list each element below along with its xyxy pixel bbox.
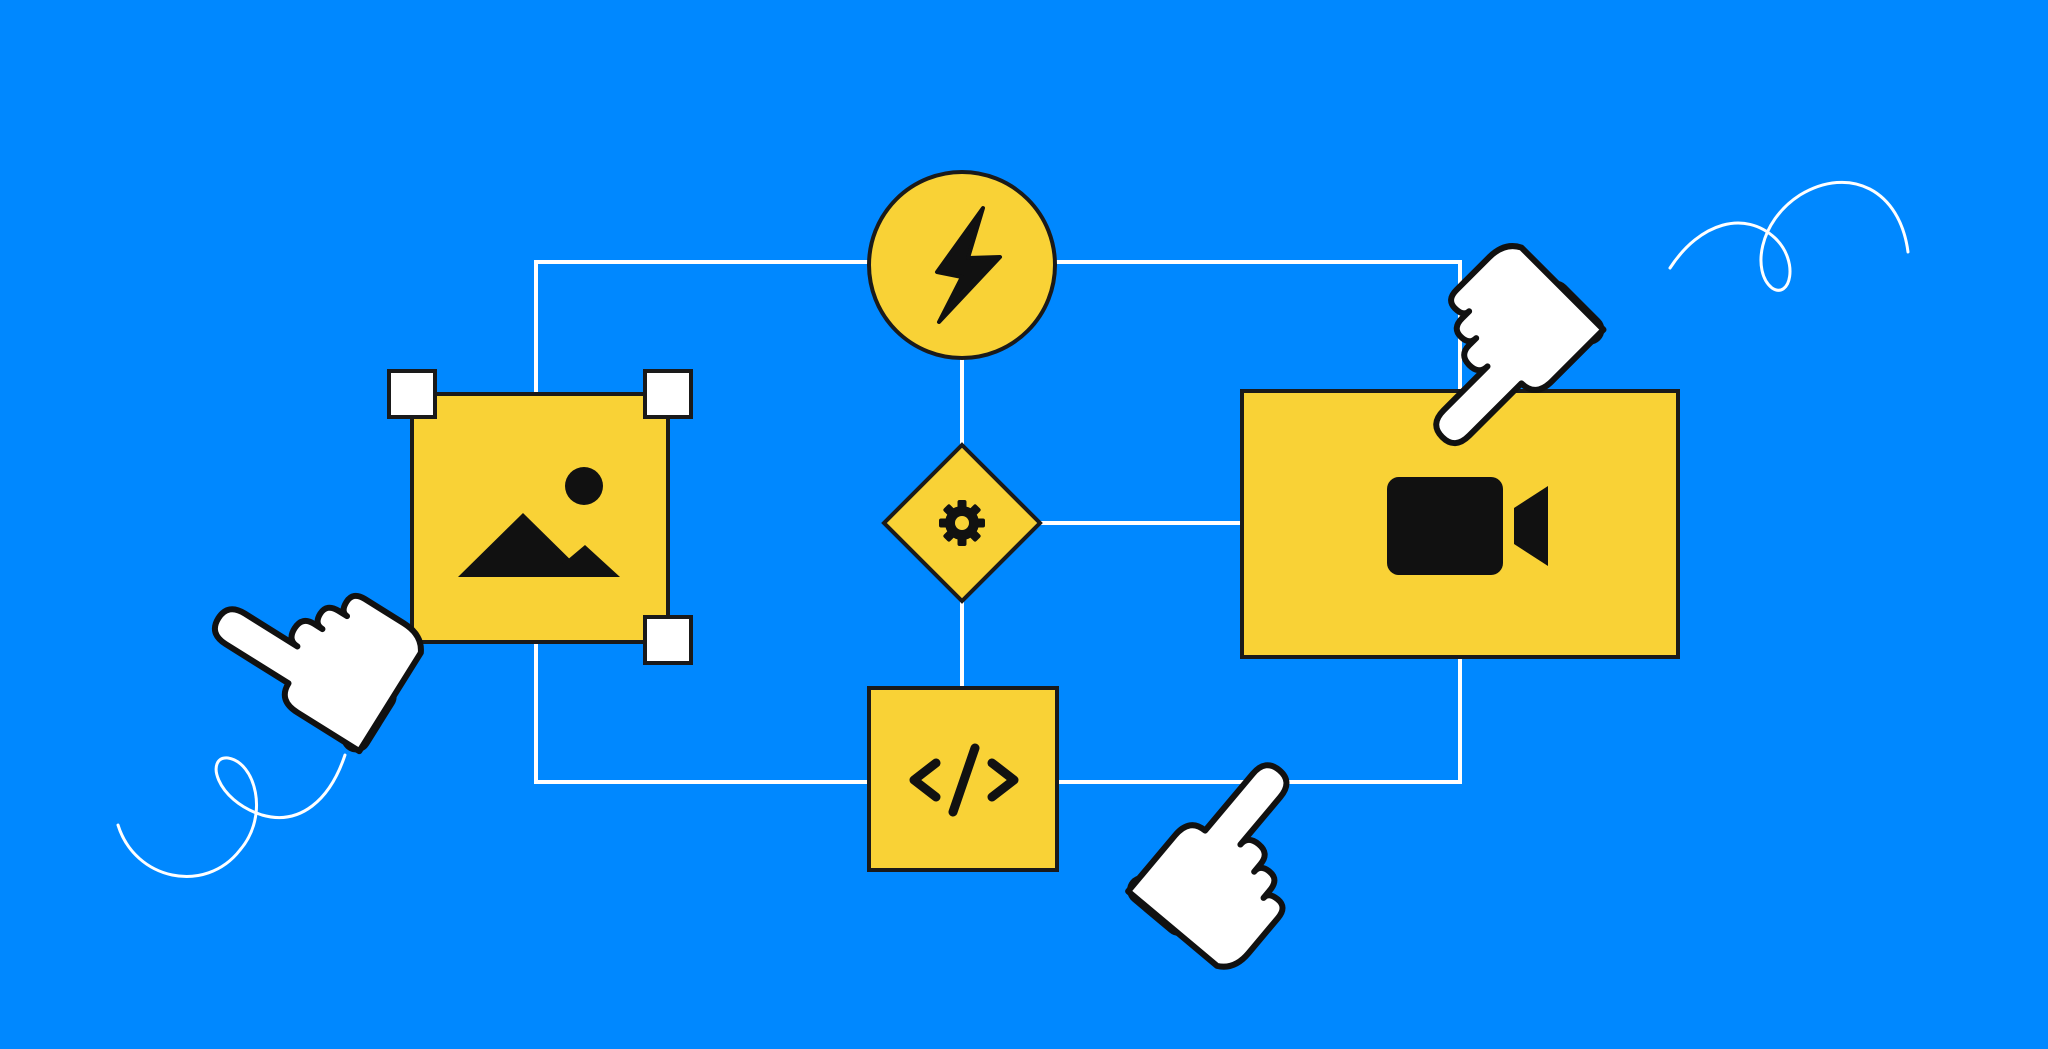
gear-icon — [939, 500, 985, 546]
code-icon — [909, 743, 1019, 817]
hand-pointer-icon — [1433, 243, 1607, 447]
image-icon — [458, 467, 620, 577]
resize-handle-top-right — [643, 369, 693, 419]
lightning-icon — [935, 206, 1002, 324]
resize-handle-bottom-right — [643, 615, 693, 665]
swirl-line-right — [1668, 180, 1910, 292]
image-node[interactable] — [387, 369, 693, 665]
video-camera-icon — [1387, 477, 1548, 575]
hand-pointer-icon — [1125, 762, 1290, 970]
code-node[interactable] — [867, 686, 1059, 872]
resize-handle-top-left — [387, 369, 437, 419]
settings-node[interactable] — [881, 442, 1043, 604]
hand-pointer-icon — [211, 592, 424, 755]
trigger-node[interactable] — [867, 170, 1057, 360]
selection-handles[interactable] — [387, 369, 693, 665]
swirl-line-left — [116, 753, 347, 878]
